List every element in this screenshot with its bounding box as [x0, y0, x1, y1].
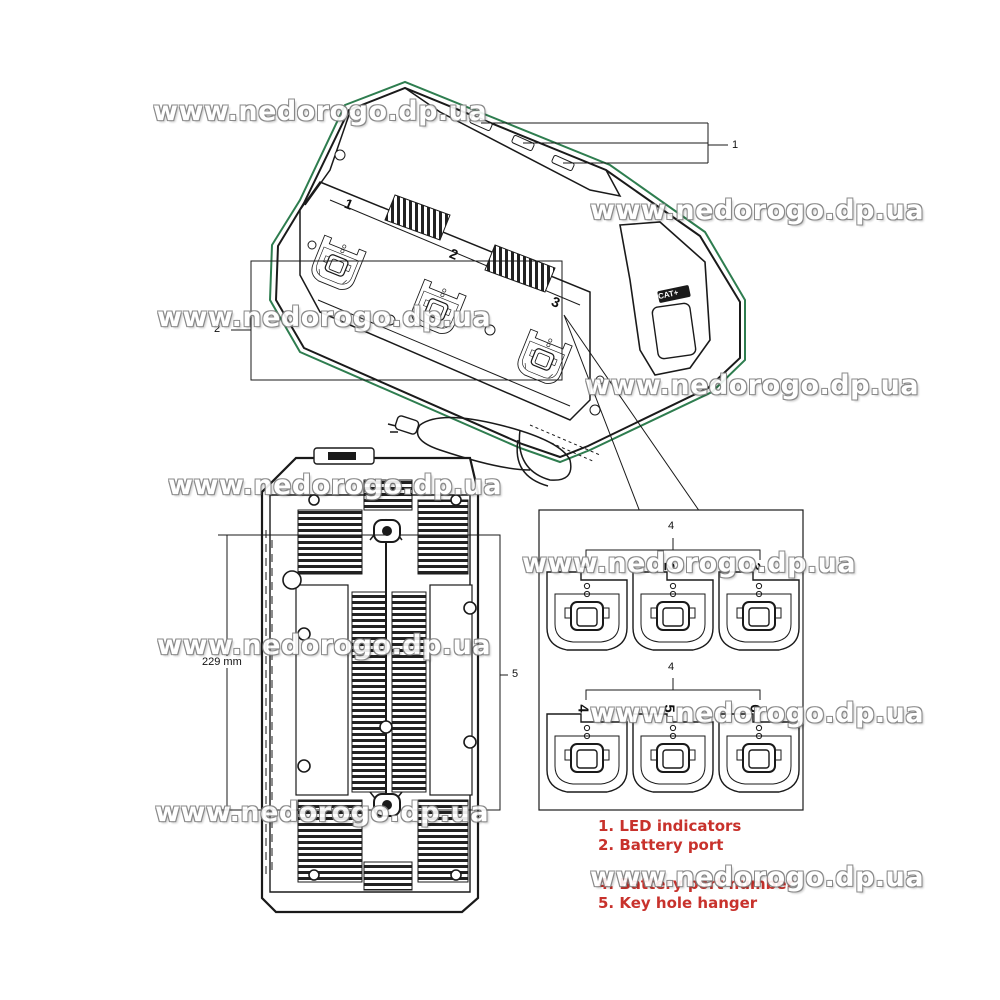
- watermark: www.nedorogo.dp.ua: [585, 370, 920, 401]
- detail-port-3: [718, 571, 800, 651]
- callout-5-bracket: [400, 534, 508, 811]
- key-hole-top: [373, 519, 401, 543]
- legend-item-key-hole: 5. Key hole hanger: [598, 894, 758, 912]
- watermark: www.nedorogo.dp.ua: [590, 698, 925, 729]
- callout-4-bottom-label: 4: [668, 661, 675, 673]
- watermark: www.nedorogo.dp.ua: [157, 630, 492, 661]
- callout-5-label: 5: [512, 668, 519, 680]
- watermark: www.nedorogo.dp.ua: [155, 797, 490, 828]
- callout-2-label: 2: [214, 323, 221, 335]
- detail-leader: [563, 314, 701, 513]
- watermark: www.nedorogo.dp.ua: [522, 548, 857, 579]
- dimension-229: [218, 534, 386, 811]
- callout-1-lines: [481, 122, 728, 164]
- legend-item-led: 1. LED indicators: [598, 817, 742, 835]
- dimension-label: 229 mm: [200, 656, 244, 668]
- legend-item-port-number: 4. Battery port number: [598, 875, 794, 893]
- callout-4-top-label: 4: [668, 520, 675, 532]
- power-plug: [387, 415, 420, 435]
- charger-perspective: [268, 80, 746, 487]
- legend-item-battery-port: 2. Battery port: [598, 836, 724, 854]
- detail-port-1: [546, 571, 628, 651]
- watermark: www.nedorogo.dp.ua: [590, 862, 925, 893]
- watermark: www.nedorogo.dp.ua: [157, 302, 492, 333]
- watermark: www.nedorogo.dp.ua: [168, 470, 503, 501]
- port-detail-box: [538, 509, 804, 811]
- watermark: www.nedorogo.dp.ua: [153, 96, 488, 127]
- charger-back-view: [260, 447, 480, 914]
- detail-port-2: [632, 571, 714, 651]
- callout-2-bracket: [231, 260, 563, 381]
- watermark: www.nedorogo.dp.ua: [590, 195, 925, 226]
- callout-1-label: 1: [732, 139, 739, 151]
